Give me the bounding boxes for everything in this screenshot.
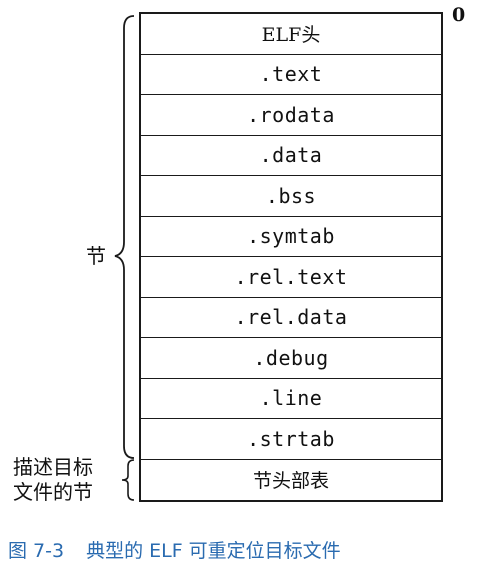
section-row-rel-data: .rel.data bbox=[141, 298, 441, 338]
figure-number: 图 7-3 bbox=[8, 540, 65, 562]
section-row-rel-text: .rel.text bbox=[141, 257, 441, 298]
section-row-elf-header: ELF头 bbox=[141, 14, 441, 55]
sections-brace bbox=[114, 15, 135, 459]
descriptor-label-line1: 描述目标 bbox=[13, 455, 93, 479]
figure-title: 典型的 ELF 可重定位目标文件 bbox=[86, 540, 341, 562]
sections-group-label: 节 bbox=[86, 244, 106, 268]
descriptor-brace bbox=[121, 459, 135, 501]
section-row-section-header-table: 节头部表 bbox=[252, 470, 329, 493]
descriptor-group-label: 描述目标 文件的节 bbox=[13, 455, 123, 505]
section-row-bss: .bss bbox=[141, 176, 441, 217]
section-row-text: .text bbox=[141, 55, 441, 95]
section-row-rodata: .rodata bbox=[141, 95, 441, 136]
section-row-data: .data bbox=[141, 136, 441, 176]
descriptor-label-line2: 文件的节 bbox=[13, 480, 93, 504]
section-row-line: .line bbox=[141, 379, 441, 419]
elf-section-table: ELF头 .text .rodata .data .bss .symtab .r… bbox=[139, 12, 443, 502]
section-row-strtab: .strtab bbox=[141, 419, 441, 460]
section-row-debug: .debug bbox=[141, 338, 441, 379]
figure-caption: 图 7-3 典型的 ELF 可重定位目标文件 bbox=[8, 536, 341, 563]
offset-zero-label: 0 bbox=[452, 4, 466, 26]
section-row-symtab: .symtab bbox=[141, 217, 441, 257]
